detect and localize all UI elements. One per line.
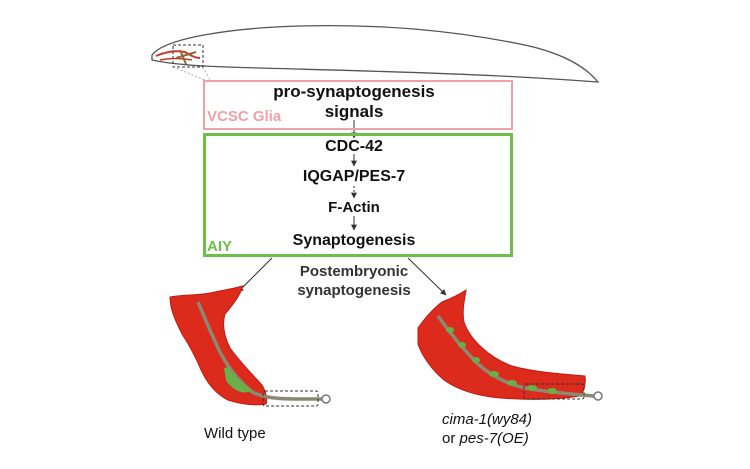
arrow-to-mutant	[407, 257, 447, 296]
wildtype-synapse-cluster	[224, 366, 253, 393]
aiy-box	[203, 133, 513, 257]
mutant-aiy-neurite	[436, 314, 595, 398]
vcsc-glia-label: VCSC Glia	[207, 108, 282, 125]
worm-outline	[151, 24, 600, 83]
pathway-iqgap-pes7: IQGAP/PES-7	[302, 168, 406, 185]
mutant-panel	[417, 288, 603, 401]
mutant-dashed-region	[523, 383, 585, 400]
postembryonic-label-line2: synaptogenesis	[297, 282, 411, 299]
pathway-cdc42: CDC-42	[325, 138, 383, 155]
mutant-caption-or: or	[442, 430, 460, 447]
wildtype-dashed-region	[262, 390, 319, 407]
pathway-factin: F-Actin	[328, 199, 380, 216]
mutant-caption-line2: or pes-7(OE)	[442, 430, 529, 447]
signals-line2: signals	[324, 102, 384, 121]
aiy-label: AIY	[207, 238, 233, 255]
mutant-glia	[417, 288, 586, 400]
vcsc-glia-box	[203, 80, 513, 130]
mutant-caption-line1: cima-1(wy84)	[442, 411, 533, 428]
signals-line1: pro-synaptogenesis	[273, 82, 435, 101]
arrow-to-wildtype	[237, 257, 273, 293]
mutant-ectopic-synapses	[446, 327, 557, 394]
wildtype-soma	[321, 394, 331, 404]
zoom-line-right	[202, 66, 211, 81]
mutant-soma	[593, 391, 603, 401]
mutant-caption-pes7: pes-7(OE)	[459, 430, 529, 447]
pathway-synaptogenesis: Synaptogenesis	[292, 232, 416, 249]
wildtype-panel	[169, 285, 331, 407]
postembryonic-label-line1: Postembryonic	[299, 263, 409, 280]
wildtype-caption: Wild type	[204, 425, 266, 442]
wildtype-aiy-neurite	[196, 301, 322, 401]
zoom-line-left	[172, 66, 206, 81]
